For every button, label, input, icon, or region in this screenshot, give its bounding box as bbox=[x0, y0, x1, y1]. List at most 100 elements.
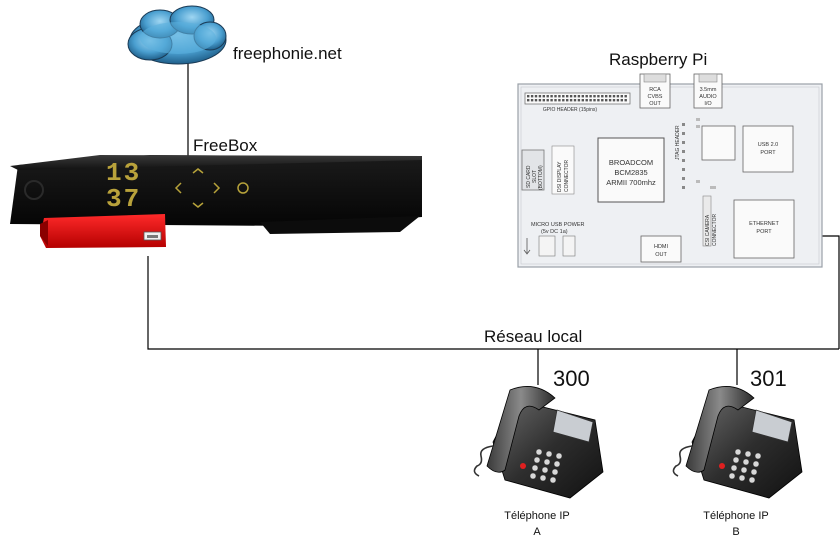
audio-label: AUDIO bbox=[699, 94, 717, 100]
usb-port bbox=[742, 125, 794, 173]
hdmi-label: HDMI bbox=[654, 244, 669, 250]
dsi-label: CONNECTOR bbox=[564, 159, 570, 192]
phone-a-caption: Téléphone IP A bbox=[477, 508, 597, 539]
raspberry-pi-board: GPIO HEADER (15pins) RCA CVBS OUT 3.5mm … bbox=[517, 73, 823, 268]
handset-icon bbox=[486, 386, 556, 473]
jtag-label: JTAG HEADER bbox=[675, 125, 681, 160]
gpio-pin bbox=[624, 95, 627, 98]
rca-label: OUT bbox=[649, 101, 661, 107]
rca-label: RCA bbox=[649, 87, 661, 93]
gpio-pin bbox=[593, 95, 596, 98]
phone-cord bbox=[672, 445, 693, 477]
gpio-pin bbox=[589, 99, 592, 102]
freebox-device bbox=[10, 155, 422, 248]
gpio-pin bbox=[554, 95, 557, 98]
csi-label: CONNECTOR bbox=[712, 213, 718, 246]
gpio-pin bbox=[601, 99, 604, 102]
soc-label: BCM2835 bbox=[614, 168, 647, 177]
gpio-pin bbox=[605, 95, 608, 98]
ip-phone-b bbox=[672, 386, 803, 499]
rca-label: CVBS bbox=[648, 94, 663, 100]
power-label: MICRO USB POWER bbox=[531, 222, 585, 228]
gpio-pin bbox=[530, 95, 534, 98]
phone-cord bbox=[473, 445, 494, 477]
gpio-pin bbox=[566, 99, 569, 102]
phone-a-caption-line1: Téléphone IP bbox=[504, 510, 570, 522]
gpio-pin bbox=[527, 95, 530, 98]
ethernet-label: ETHERNET bbox=[749, 221, 779, 227]
gpio-pin bbox=[546, 99, 549, 102]
soc-chip bbox=[597, 137, 665, 203]
audio-label: I/O bbox=[704, 101, 712, 107]
gpio-pin bbox=[538, 95, 542, 98]
power-label: (5v DC 1a) bbox=[541, 229, 568, 235]
gpio-pin bbox=[558, 99, 561, 102]
soc-label: BROADCOM bbox=[609, 158, 653, 167]
gpio-pin bbox=[562, 95, 565, 98]
csi-label: CSI CAMERA bbox=[705, 214, 711, 246]
sd-card-slot bbox=[521, 149, 545, 191]
usb-label: USB 2.0 bbox=[758, 142, 778, 148]
gpio-pin bbox=[585, 99, 588, 102]
gpio-pin bbox=[534, 99, 538, 102]
gpio-pin bbox=[612, 99, 616, 102]
gpio-pin bbox=[562, 99, 565, 102]
gpio-pin bbox=[612, 95, 616, 98]
gpio-pin bbox=[546, 95, 549, 98]
gpio-pin bbox=[542, 99, 545, 102]
phone-a-caption-line2: A bbox=[533, 526, 541, 538]
gpio-label: GPIO HEADER (15pins) bbox=[543, 107, 598, 113]
gpio-pin bbox=[581, 99, 584, 102]
gpio-pin bbox=[538, 99, 542, 102]
cloud-label: freephonie.net bbox=[233, 44, 342, 63]
phone-b-caption-line2: B bbox=[732, 526, 740, 538]
gpio-pin bbox=[577, 99, 581, 102]
gpio-pin bbox=[620, 99, 623, 102]
freebox-label: FreeBox bbox=[193, 136, 258, 155]
gpio-pin bbox=[573, 95, 577, 98]
ethernet-label: PORT bbox=[756, 229, 772, 235]
gpio-pin bbox=[605, 99, 608, 102]
gpio-pin bbox=[585, 95, 588, 98]
handset-icon bbox=[685, 386, 755, 473]
phone-screen bbox=[552, 409, 594, 443]
hdmi-port bbox=[640, 235, 682, 263]
usb-label: PORT bbox=[760, 150, 776, 156]
gpio-pin bbox=[608, 95, 612, 98]
cloud-icon bbox=[127, 5, 227, 65]
ip-phone-a bbox=[473, 386, 604, 499]
extension-b-label: 301 bbox=[750, 366, 787, 391]
sd-label: (BOTTOM) bbox=[538, 165, 544, 190]
gpio-pin bbox=[597, 95, 600, 98]
gpio-pin bbox=[569, 99, 573, 102]
gpio-pin bbox=[624, 99, 627, 102]
gpio-pin bbox=[593, 99, 596, 102]
gpio-pin bbox=[542, 95, 545, 98]
gpio-pin bbox=[577, 95, 581, 98]
nav-arrows-icon bbox=[174, 168, 249, 208]
freebox-display: 13 37 bbox=[106, 158, 141, 214]
gpio-pin bbox=[601, 95, 604, 98]
phone-b-caption: Téléphone IP B bbox=[676, 508, 796, 539]
gpio-pin bbox=[581, 95, 584, 98]
extension-a-label: 300 bbox=[553, 366, 590, 391]
phone-screen bbox=[751, 409, 793, 443]
lan-line bbox=[147, 256, 839, 350]
dsi-label: DSI DISPLAY bbox=[557, 161, 563, 192]
gpio-pin bbox=[573, 99, 577, 102]
gpio-pin bbox=[534, 95, 538, 98]
gpio-pin bbox=[589, 95, 592, 98]
phone-b-caption-line1: Téléphone IP bbox=[703, 510, 769, 522]
gpio-pin bbox=[550, 95, 553, 98]
gpio-pin bbox=[530, 99, 534, 102]
gpio-pin bbox=[566, 95, 569, 98]
gpio-pin bbox=[558, 95, 561, 98]
sd-label: SD CARD bbox=[526, 165, 532, 188]
lan-label: Réseau local bbox=[484, 327, 583, 346]
display-digits-bottom: 37 bbox=[106, 184, 141, 214]
gpio-pin bbox=[620, 95, 623, 98]
display-digits-top: 13 bbox=[106, 158, 141, 188]
ethernet-port bbox=[733, 199, 795, 259]
